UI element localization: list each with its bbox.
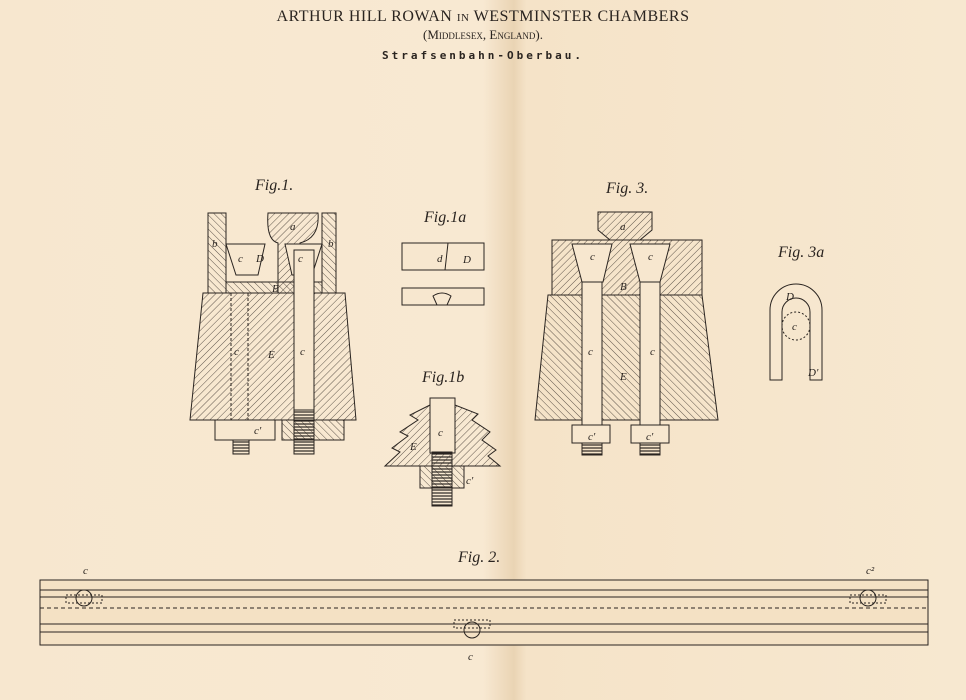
inventor-name: ARTHUR HILL ROWAN — [276, 8, 453, 25]
figure-3a: Fig. 3a c D D' — [769, 244, 824, 381]
label-c1: c' — [466, 475, 474, 487]
label-c: c — [588, 346, 593, 358]
label-b: b — [328, 238, 334, 250]
label-c: c — [234, 346, 239, 358]
figure-3: Fig. 3. a c c B c E c c' c' — [534, 180, 719, 456]
label-c: c — [468, 651, 473, 663]
label-E: E — [267, 349, 275, 361]
label-c1: c' — [646, 431, 654, 443]
label-c: c — [650, 346, 655, 358]
region-line: (Middlesex, England). — [423, 27, 543, 42]
label-a: a — [290, 221, 296, 233]
fig2-caption: Fig. 2. — [457, 549, 500, 566]
label-E: E — [409, 441, 417, 453]
label-c: c — [648, 251, 653, 263]
label-c: c — [590, 251, 595, 263]
label-D1: D' — [807, 367, 819, 379]
label-c: c — [83, 565, 88, 577]
fig3a-caption: Fig. 3a — [777, 244, 824, 261]
label-B: B — [272, 283, 279, 295]
label-D: D — [462, 254, 471, 266]
inventor-line: ARTHUR HILL ROWAN in WESTMINSTER CHAMBER… — [0, 8, 966, 26]
label-B: B — [620, 281, 627, 293]
connector-word: in — [456, 12, 470, 24]
label-c: c — [298, 253, 303, 265]
label-c: c — [238, 253, 243, 265]
fig1a-caption: Fig.1a — [423, 209, 466, 226]
inventor-place: WESTMINSTER CHAMBERS — [473, 8, 690, 25]
fig1b-caption: Fig.1b — [421, 369, 464, 386]
label-a: a — [620, 221, 626, 233]
figure-2: Fig. 2. c c² c — [39, 549, 929, 663]
patent-title: Strafsenbahn-Oberbau. — [381, 49, 585, 62]
label-c2: c² — [866, 565, 875, 577]
fig1-caption: Fig.1. — [254, 177, 293, 194]
label-c: c — [438, 427, 443, 439]
label-b: b — [212, 238, 218, 250]
label-E: E — [619, 371, 627, 383]
figure-1b: Fig.1b c E c' — [383, 369, 502, 507]
label-c: c — [792, 321, 797, 333]
label-D: D — [255, 253, 264, 265]
label-c1: c' — [254, 425, 262, 437]
figure-1: Fig.1. b b a c D c B c E c c' — [189, 177, 357, 455]
label-c: c — [300, 346, 305, 358]
label-c1: c' — [588, 431, 596, 443]
fig3-caption: Fig. 3. — [605, 180, 648, 197]
figure-1a: Fig.1a d D — [401, 209, 485, 306]
label-d: d — [437, 253, 443, 265]
label-D: D — [785, 291, 794, 303]
